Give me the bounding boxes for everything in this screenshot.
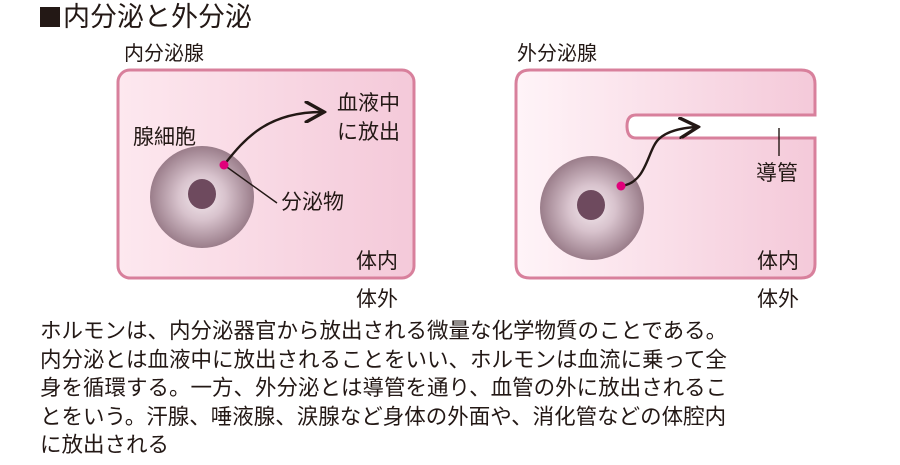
description-paragraph: ホルモンは、内分泌器官から放出される微量な化学物質のことである。 内分泌とは血液… xyxy=(40,318,870,461)
gland-diagram: 内分泌腺 腺細胞 分泌物 血液中 に放出 体内 体外 外分泌腺 導管 体内 体外 xyxy=(116,41,817,311)
page-title-text: 内分泌と外分泌 xyxy=(63,2,252,33)
exocrine-heading: 外分泌腺 xyxy=(517,41,597,65)
endocrine-secretion-dot xyxy=(219,160,229,170)
destination-label-line1: 血液中 xyxy=(337,91,400,115)
duct-secretion-arrow xyxy=(620,127,696,188)
page-title: 内分泌と外分泌 xyxy=(40,2,252,34)
description-line: に放出される xyxy=(40,433,170,458)
exocrine-secretion-dot xyxy=(616,181,626,191)
description-line: ホルモンは、内分泌器官から放出される微量な化学物質のことである。 xyxy=(40,319,728,344)
secretion-label: 分泌物 xyxy=(281,190,344,214)
endocrine-cell-nucleus xyxy=(188,179,216,209)
description-line: 内分泌とは血液中に放出されることをいい、ホルモンは血流に乗って全 xyxy=(40,347,727,373)
exocrine-inside-label: 体内 xyxy=(757,249,799,273)
destination-label-line2: に放出 xyxy=(337,120,400,144)
exocrine-cell-nucleus xyxy=(577,190,605,220)
title-square-marker xyxy=(40,7,60,27)
endocrine-inside-label: 体内 xyxy=(356,249,398,273)
endocrine-outside-label: 体外 xyxy=(356,287,398,311)
secretion-leader-line xyxy=(223,164,278,204)
duct-label: 導管 xyxy=(756,161,798,185)
endocrine-heading: 内分泌腺 xyxy=(124,41,204,65)
cell-label: 腺細胞 xyxy=(133,125,196,149)
description-line: 身を循環する。一方、外分泌とは導管を通り、血管の外に放出されるこ xyxy=(40,376,728,401)
description-line: とをいう。汗腺、唾液腺、涙腺など身体の外面や、消化管などの体腔内 xyxy=(40,404,727,430)
secretion-arrow xyxy=(223,112,322,166)
exocrine-outside-label: 体外 xyxy=(757,287,799,311)
